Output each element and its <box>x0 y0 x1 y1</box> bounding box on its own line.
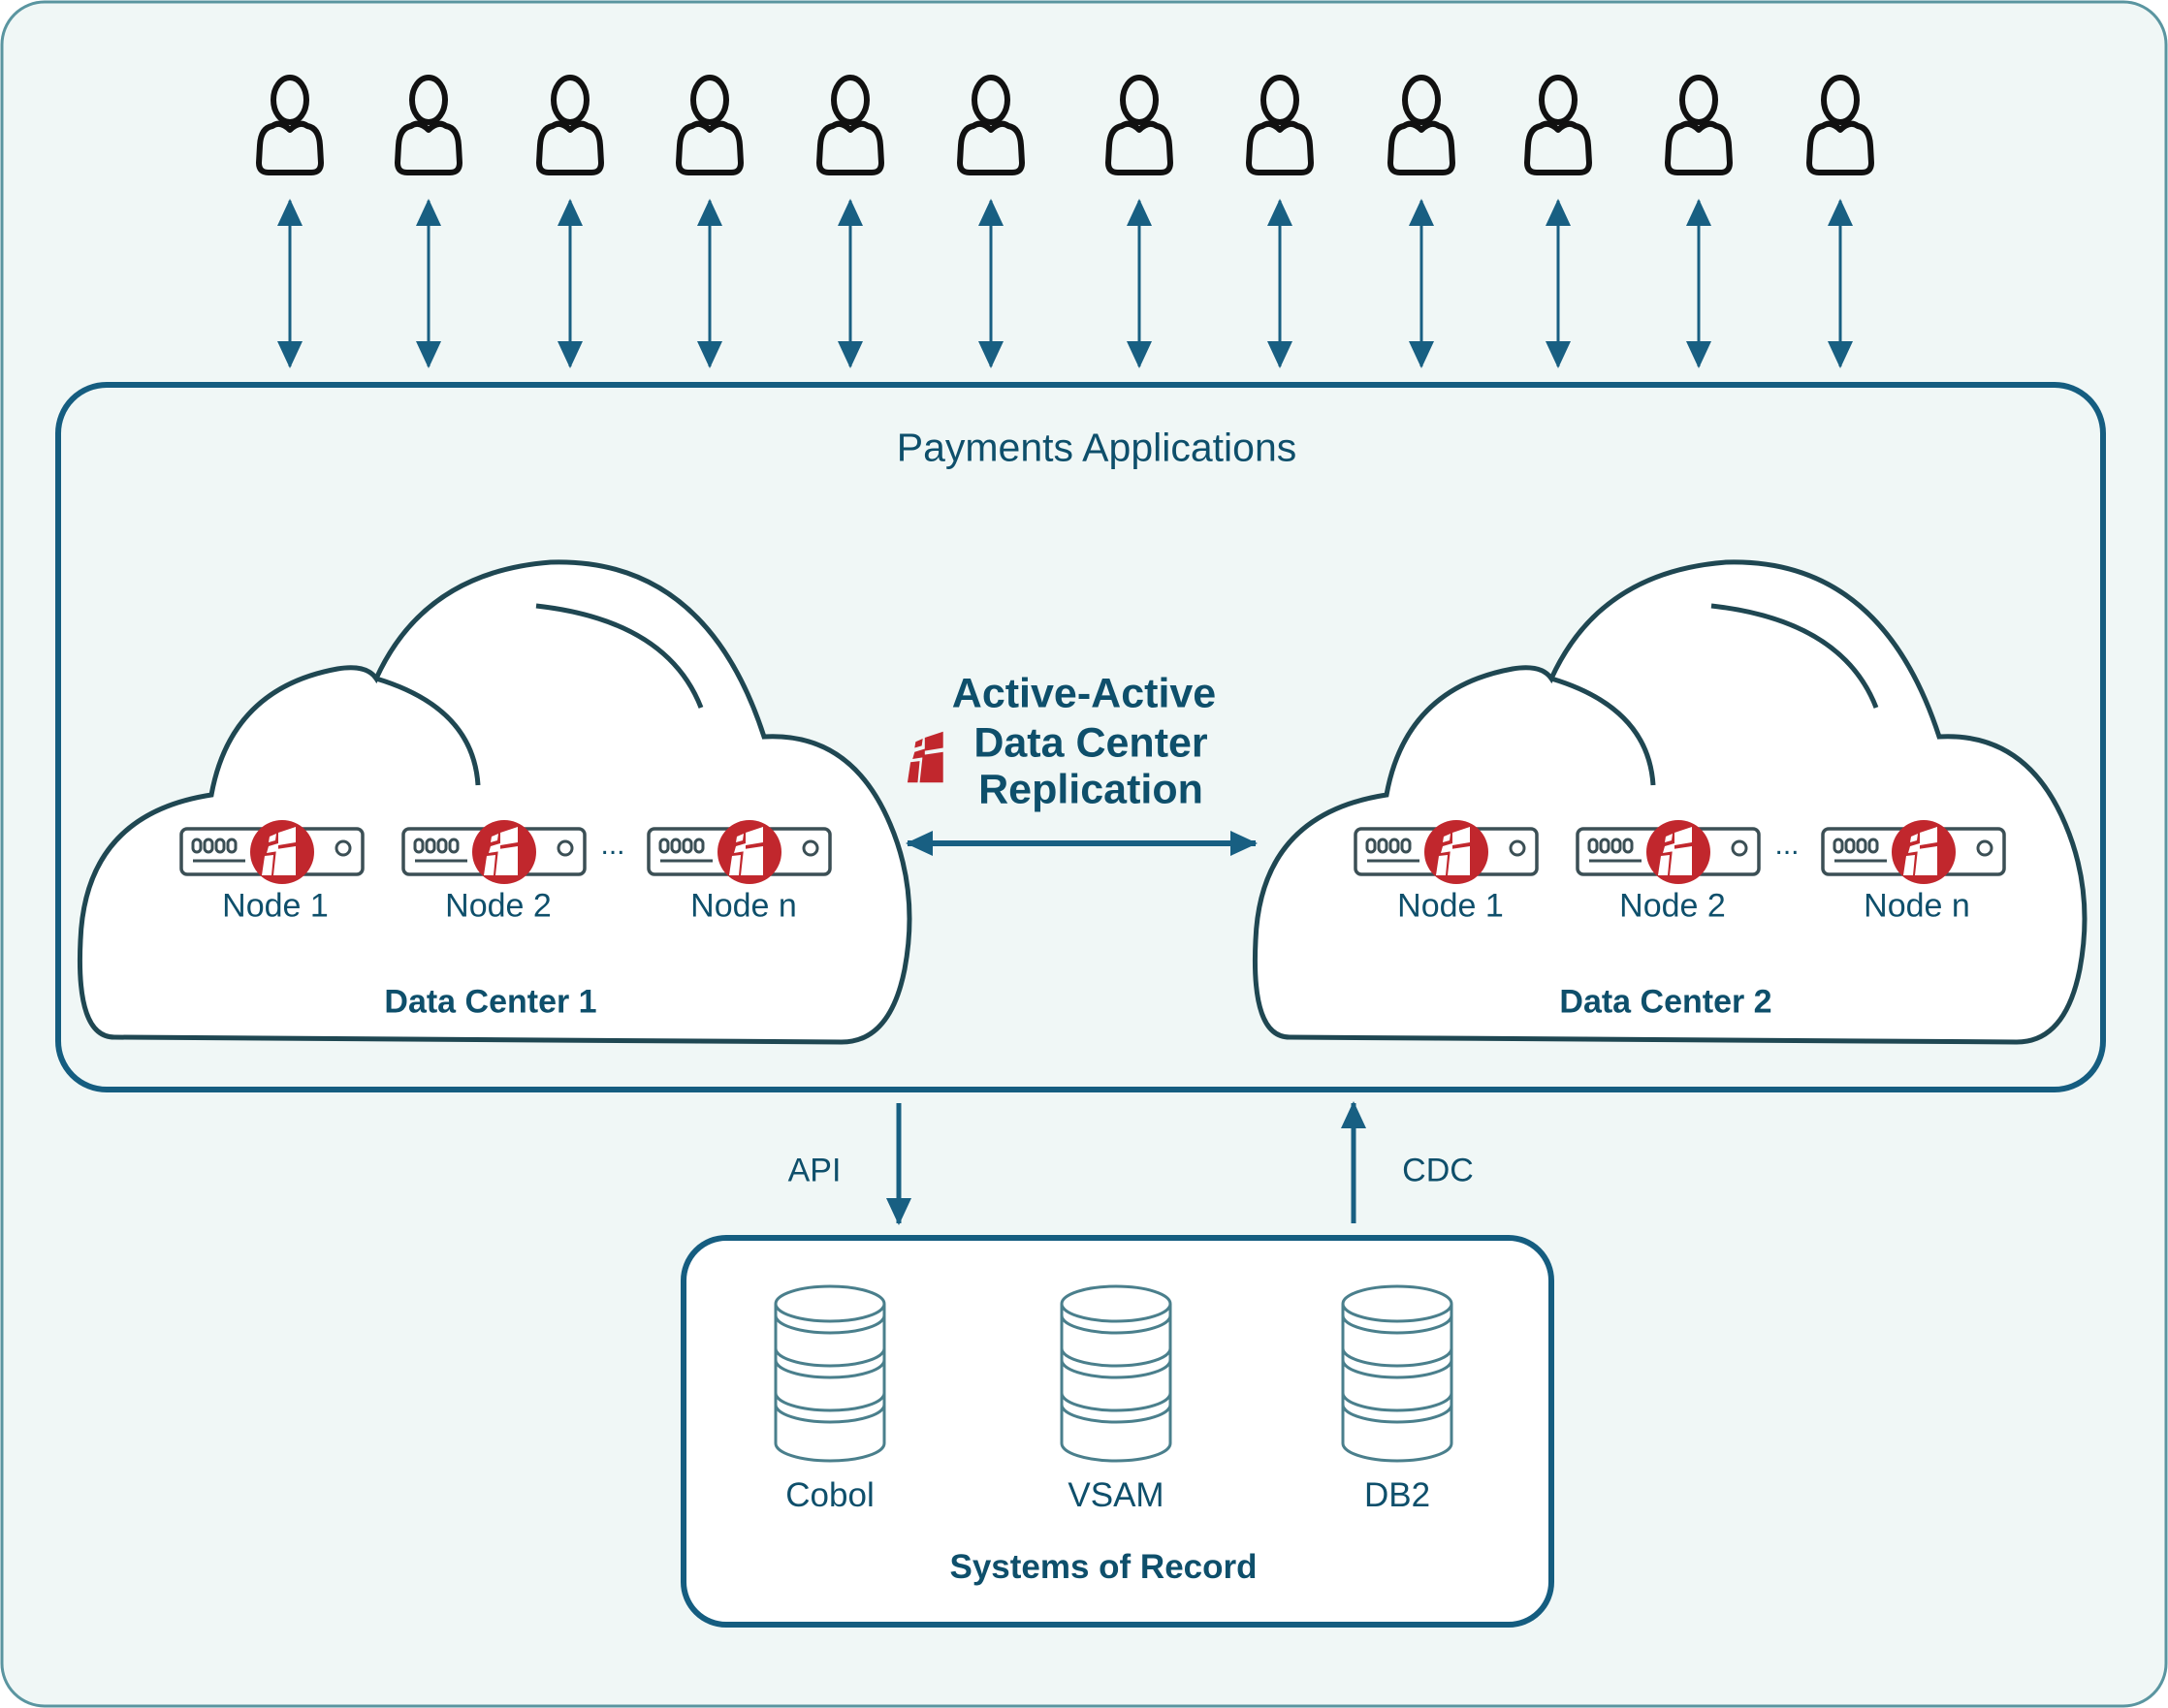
replication-label-line-1: Active-Active <box>951 670 1217 717</box>
replication-label-line-3: Replication <box>978 766 1203 813</box>
data-center-1-cloud <box>80 562 909 1042</box>
data-center-2-label: Data Center 2 <box>1559 983 1772 1021</box>
replication-label-line-2: Data Center <box>973 719 1208 767</box>
dc2-node-1-label: Node 1 <box>1397 887 1504 925</box>
payments-applications-box <box>55 382 2106 1092</box>
db2-label: DB2 <box>1363 1476 1431 1514</box>
dc1-node-1-server-icon <box>181 820 363 884</box>
vsam-label: VSAM <box>1068 1476 1164 1514</box>
dc1-node-n-label: Node n <box>690 887 797 925</box>
dc1-node-2-server-icon <box>403 820 585 884</box>
cdc-label: CDC <box>1402 1152 1474 1189</box>
dc1-ellipsis: ... <box>600 829 625 861</box>
dc2-node-2-label: Node 2 <box>1619 887 1726 925</box>
dc2-node-n-server-icon <box>1823 820 2004 884</box>
dc2-node-n-label: Node n <box>1864 887 1970 925</box>
dc2-ellipsis: ... <box>1774 829 1800 861</box>
dc1-node-n-server-icon <box>649 820 830 884</box>
api-label: API <box>787 1152 842 1189</box>
cobol-label: Cobol <box>785 1476 875 1514</box>
dc1-node-1-label: Node 1 <box>222 887 329 925</box>
dc2-node-1-server-icon <box>1355 820 1537 884</box>
dc1-node-2-label: Node 2 <box>445 887 552 925</box>
users-row <box>259 78 1871 368</box>
data-center-2-cloud <box>1255 562 2085 1042</box>
systems-of-record-title: Systems of Record <box>949 1548 1258 1586</box>
dc2-node-2-server-icon <box>1578 820 1759 884</box>
systems-of-record-box <box>681 1235 1554 1628</box>
replication-logo-icon <box>907 731 943 783</box>
data-center-1-label: Data Center 1 <box>384 983 597 1021</box>
payments-applications-title: Payments Applications <box>896 425 1297 470</box>
